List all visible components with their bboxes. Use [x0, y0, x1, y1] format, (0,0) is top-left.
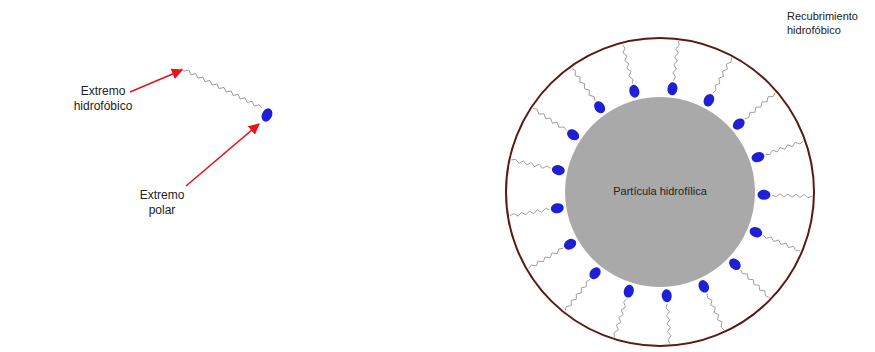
particle-label: Partícula hidrofílica	[605, 185, 715, 199]
tail	[741, 270, 770, 298]
tail	[713, 58, 732, 93]
polar-head	[587, 265, 603, 281]
polar-head	[750, 150, 766, 164]
tail	[510, 209, 550, 217]
tail	[572, 68, 595, 101]
tail	[666, 304, 671, 344]
tail	[529, 248, 564, 268]
leader-arrow	[186, 124, 259, 186]
polar-head	[565, 127, 581, 142]
polar-head	[748, 225, 764, 239]
polar-head	[562, 237, 578, 252]
tail	[565, 279, 590, 310]
coating-circle: Recubrimiento hidrofóbicoPartícula hidro…	[505, 37, 815, 347]
polar-head	[628, 84, 641, 99]
polar-head	[661, 289, 672, 303]
tail	[766, 141, 804, 155]
tail	[745, 93, 775, 119]
polar-head	[667, 82, 678, 96]
tail	[614, 299, 626, 337]
leader-arrow	[130, 70, 182, 92]
polar-heads	[260, 82, 771, 303]
polar-head	[551, 164, 566, 177]
tail	[763, 235, 800, 250]
tail	[707, 294, 724, 330]
polar-head	[731, 116, 747, 132]
part-label: Extremo polar	[133, 188, 191, 218]
polar-head	[727, 256, 743, 272]
polar-head	[550, 202, 564, 214]
tail	[772, 194, 812, 198]
tail	[511, 159, 550, 168]
tail	[622, 45, 632, 84]
tail	[673, 41, 680, 81]
polar-head	[622, 284, 635, 299]
tail	[181, 68, 262, 108]
part-label: Extremo hidrofóbico	[58, 84, 148, 114]
particle-circle: Partícula hidrofílica	[565, 97, 755, 287]
coating-outline	[506, 38, 814, 346]
polar-head	[260, 107, 275, 124]
hydrophobic-tails	[181, 41, 812, 344]
polar-head	[592, 99, 608, 115]
polar-head	[757, 190, 770, 200]
polar-head	[701, 92, 716, 108]
particle-fill	[565, 97, 755, 287]
coating-label: Recubrimiento hidrofóbico	[787, 10, 867, 38]
polar-head	[696, 278, 711, 294]
tail	[533, 108, 566, 130]
